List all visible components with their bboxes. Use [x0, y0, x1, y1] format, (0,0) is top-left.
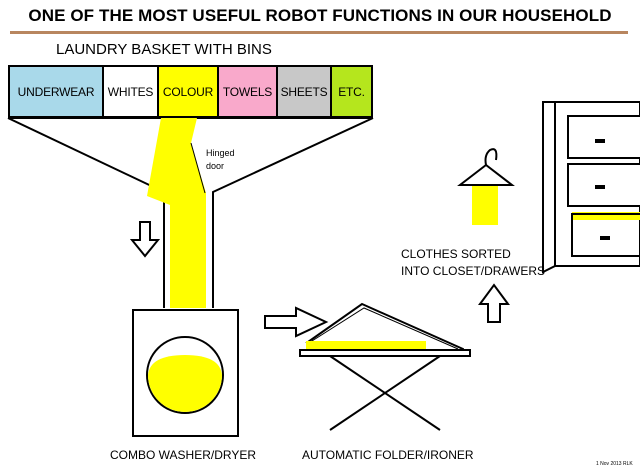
basket-label: LAUNDRY BASKET WITH BINS [56, 41, 272, 58]
bin-sheets: SHEETS [276, 65, 332, 118]
dresser [542, 101, 640, 274]
sorted-label: CLOTHES SORTED INTO CLOSET/DRAWERS [401, 246, 545, 280]
bin-label: UNDERWEAR [17, 84, 95, 99]
drawer-3 [571, 213, 640, 257]
drawer-handle-icon [595, 139, 605, 143]
right-arrow-icon [264, 306, 329, 338]
folded-laundry [306, 341, 426, 350]
up-arrow-icon [478, 283, 510, 323]
hinged-door [190, 142, 206, 194]
bin-colour: COLOUR [157, 65, 219, 118]
laundry-in-washer [148, 355, 222, 412]
folder-label: AUTOMATIC FOLDER/IRONER [302, 448, 474, 462]
hinged-door-label: Hinged door [206, 148, 235, 171]
drawer-handle-icon [600, 236, 610, 240]
bin-label: TOWELS [222, 84, 273, 99]
washer-label: COMBO WASHER/DRYER [110, 448, 257, 462]
bin-etc: ETC. [330, 65, 373, 118]
bin-underwear: UNDERWEAR [8, 65, 104, 118]
credit: 1 Nov 2013 RLK [596, 461, 633, 467]
bin-towels: TOWELS [217, 65, 278, 118]
drawer-handle-icon [595, 185, 605, 189]
folder-legs [329, 355, 441, 431]
hanger-icon [457, 148, 515, 225]
sorted-label-line2: INTO CLOSET/DRAWERS [401, 264, 546, 278]
bin-label: COLOUR [162, 84, 214, 99]
title-underline [10, 31, 628, 34]
sorted-label-line1: CLOTHES SORTED [401, 247, 511, 261]
colour-laundry-stream [147, 118, 206, 308]
bin-label: ETC. [338, 84, 365, 99]
bin-label: WHITES [107, 84, 154, 99]
page-title: ONE OF THE MOST USEFUL ROBOT FUNCTIONS I… [28, 6, 612, 25]
down-arrow-icon [129, 221, 161, 258]
drawer-laundry [572, 212, 640, 220]
bin-label: SHEETS [280, 84, 328, 99]
folder-board [299, 349, 471, 357]
drawer-1 [567, 115, 640, 159]
folder-lid-inner [311, 307, 459, 350]
